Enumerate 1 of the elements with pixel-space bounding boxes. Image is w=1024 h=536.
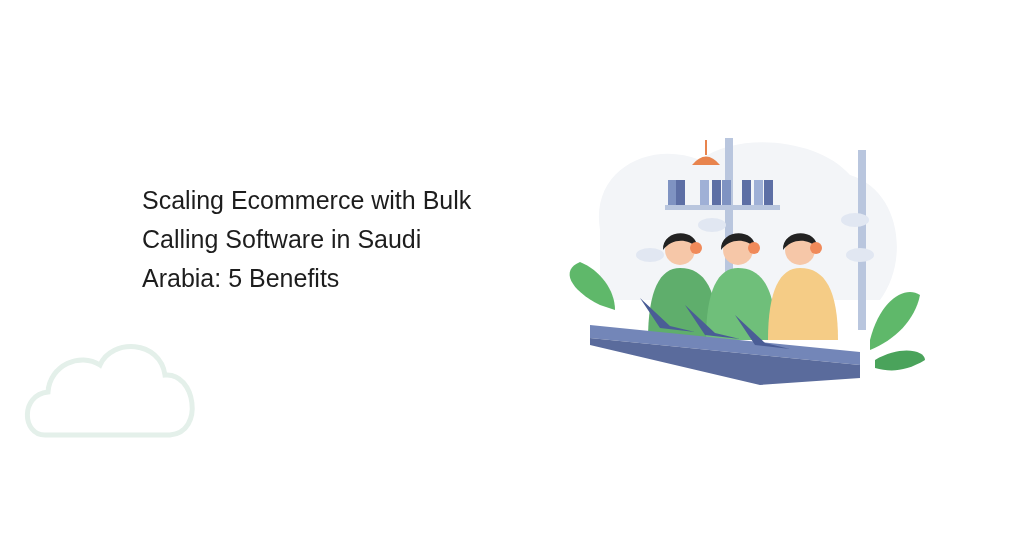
page-title: Scaling Ecommerce with Bulk Calling Software in Saudi Arabia: 5 Benefits — [142, 185, 473, 294]
